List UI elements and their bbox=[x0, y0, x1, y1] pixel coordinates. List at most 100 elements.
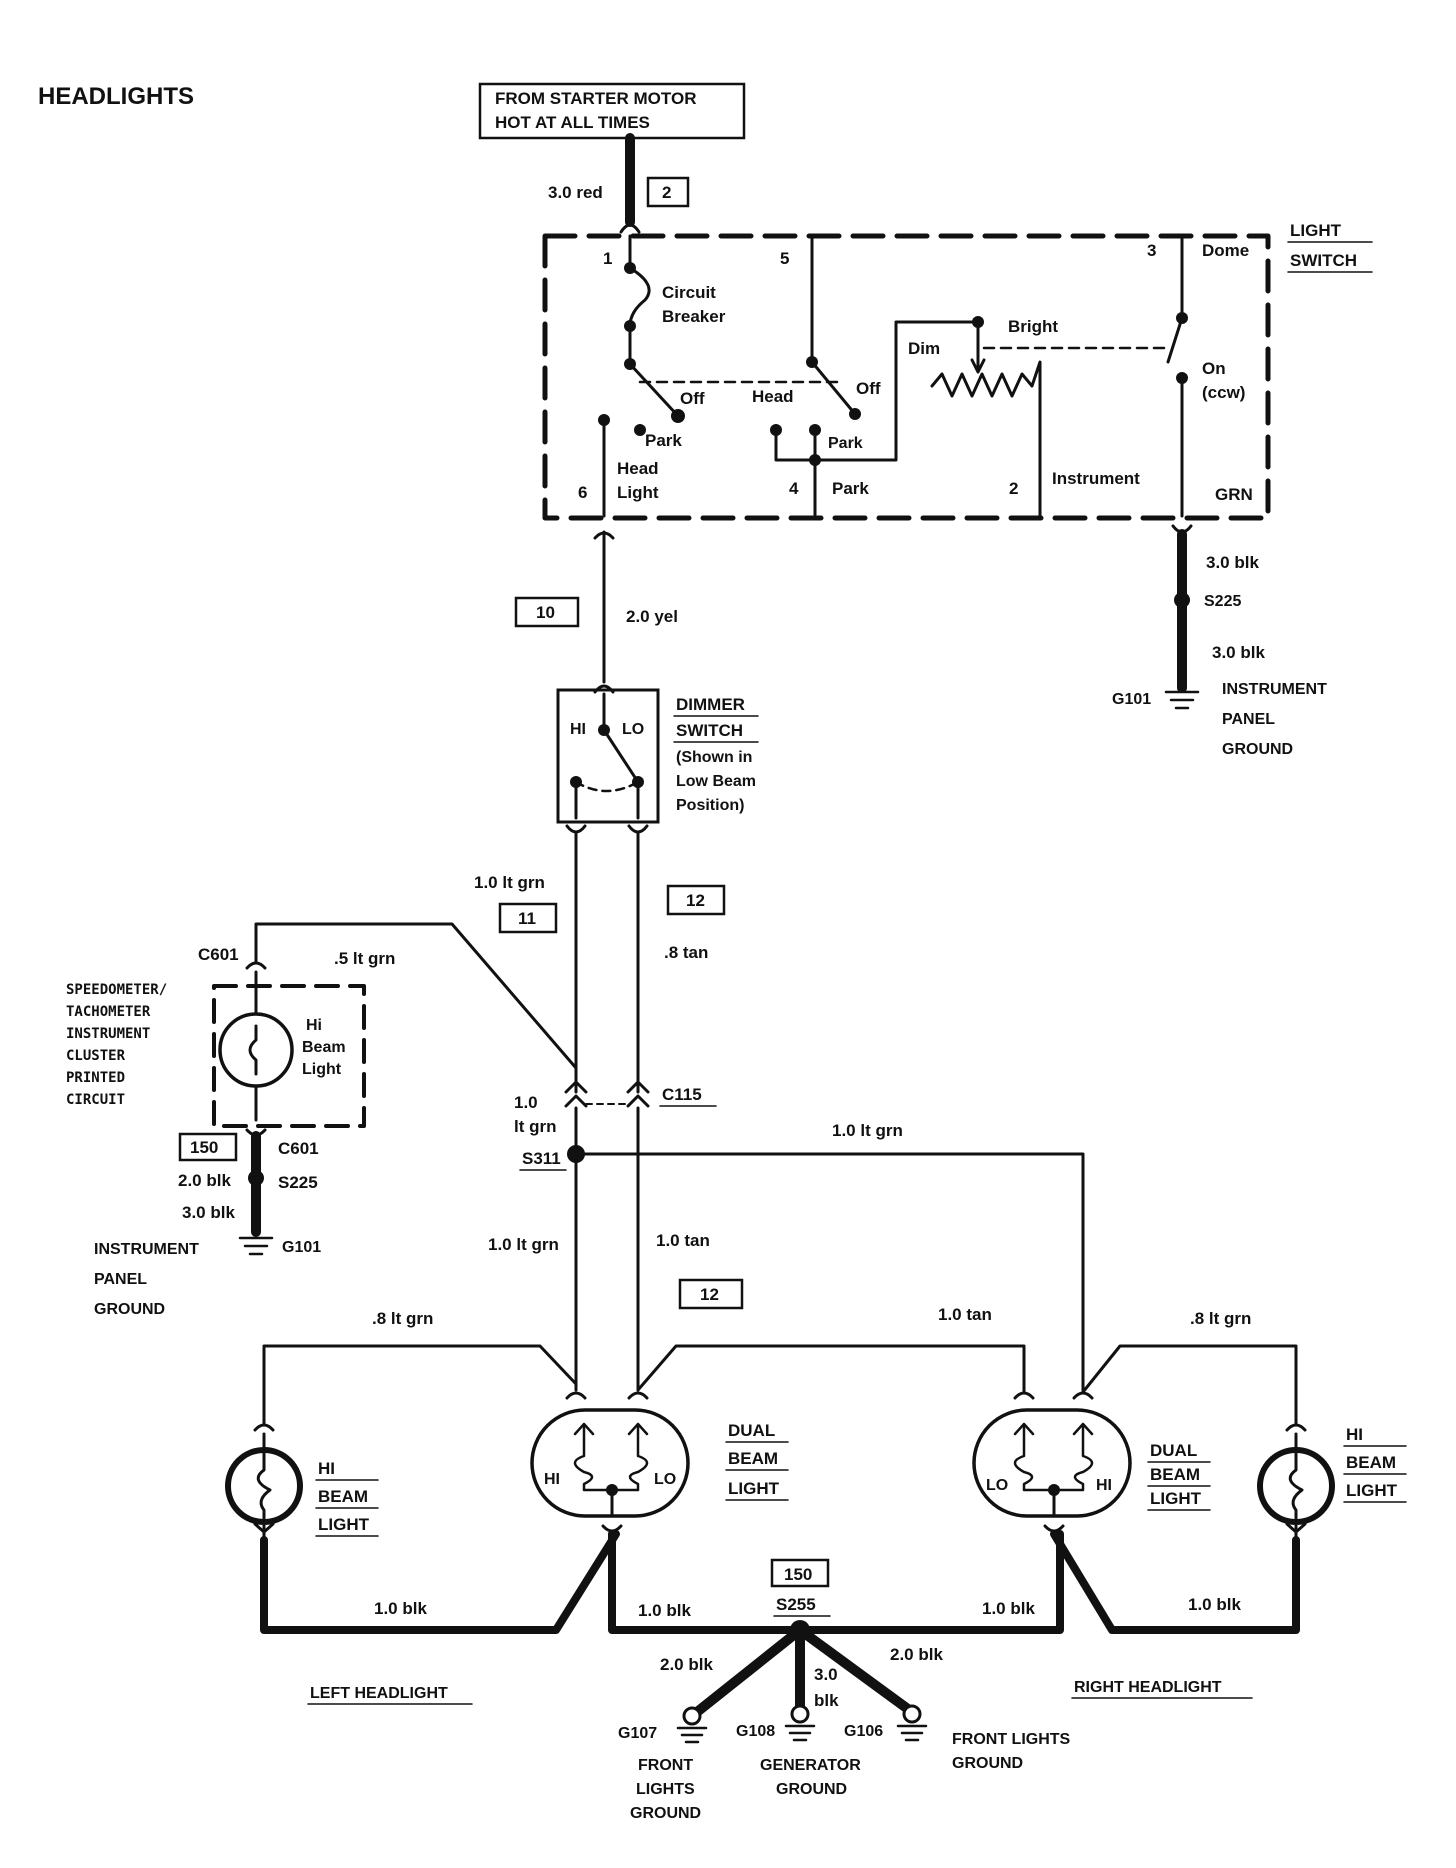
left-headlight-label: LEFT HEADLIGHT bbox=[310, 1685, 448, 1702]
park-label-3: Park bbox=[832, 479, 869, 498]
pin-1-label: 1 bbox=[603, 249, 612, 268]
connector-icon bbox=[593, 684, 615, 694]
wire-label-8-tan: .8 tan bbox=[664, 943, 708, 962]
ground-desc-2: PANEL bbox=[1222, 711, 1275, 728]
source-line-2: HOT AT ALL TIMES bbox=[495, 113, 650, 132]
arrow-icon bbox=[1285, 1522, 1307, 1534]
head-label: Head bbox=[752, 387, 794, 406]
wire-label-1-ltgrn-c1: 1.0 bbox=[514, 1093, 538, 1112]
cluster-desc-1: SPEEDOMETER/ bbox=[66, 982, 167, 998]
g107-desc-2: LIGHTS bbox=[636, 1781, 695, 1798]
left-dual-hi: HI bbox=[544, 1471, 560, 1488]
right-hi-beam-feed bbox=[1081, 1344, 1298, 1426]
splice-s225-label-b: S225 bbox=[278, 1173, 318, 1192]
ground-symbol-icon bbox=[784, 1724, 816, 1742]
c601-label-b: C601 bbox=[278, 1139, 319, 1158]
circuit-breaker-label-2: Breaker bbox=[662, 307, 726, 326]
right-lo-beam-feed bbox=[636, 1344, 1026, 1394]
circuit-10-label: 10 bbox=[536, 603, 555, 622]
wire-label-1-blk-a: 1.0 blk bbox=[374, 1599, 427, 1618]
instrument-label: Instrument bbox=[1052, 469, 1140, 488]
g106-desc-2: GROUND bbox=[952, 1755, 1023, 1772]
dimmer-name-1: DIMMER bbox=[676, 695, 745, 714]
wire-label-2-blk-cluster: 2.0 blk bbox=[178, 1171, 231, 1190]
right-dual-beam-lamp-icon bbox=[972, 1408, 1132, 1518]
ground-desc-1: INSTRUMENT bbox=[1222, 681, 1327, 698]
g101-label-a: G101 bbox=[1112, 691, 1151, 708]
splice-s255-label: S255 bbox=[776, 1595, 816, 1614]
dimmer-switch-box bbox=[556, 688, 660, 824]
source-line-1: FROM STARTER MOTOR bbox=[495, 89, 696, 108]
ccw-label: (ccw) bbox=[1202, 383, 1245, 402]
light-switch-name-2: SWITCH bbox=[1290, 251, 1357, 270]
circuit-150-label-b: 150 bbox=[784, 1565, 812, 1584]
circuit-11-box bbox=[498, 902, 558, 934]
cluster-ground-desc-2: PANEL bbox=[94, 1271, 147, 1288]
connector-icon bbox=[1285, 1423, 1307, 1432]
dimmer-note-1: (Shown in bbox=[676, 749, 752, 766]
g106-wire bbox=[795, 1625, 917, 1717]
g107-wire bbox=[687, 1625, 805, 1721]
right-headlight-label: RIGHT HEADLIGHT bbox=[1074, 1679, 1222, 1696]
wire-label-1-ltgrn-right: 1.0 lt grn bbox=[832, 1121, 903, 1140]
connector-pin1-icon bbox=[619, 223, 641, 234]
dimmer-note-3: Position) bbox=[676, 797, 744, 814]
wire-label-1-blk-c: 1.0 blk bbox=[982, 1599, 1035, 1618]
ground-desc-3: GROUND bbox=[1222, 741, 1293, 758]
cluster-circuit-outline bbox=[212, 984, 366, 1128]
cluster-desc-4: CLUSTER bbox=[66, 1048, 126, 1064]
contact-dot bbox=[849, 408, 861, 420]
g108-desc-2: GROUND bbox=[776, 1781, 847, 1798]
wire-label-1-blk-b: 1.0 blk bbox=[638, 1601, 691, 1620]
circuit-150-label-a: 150 bbox=[190, 1138, 218, 1157]
headlight-switch-blade bbox=[628, 324, 680, 418]
splice-s311-label: S311 bbox=[522, 1149, 561, 1168]
circuit-2-box bbox=[646, 176, 690, 208]
wire-label-3-blk-a: 3.0 blk bbox=[1206, 553, 1259, 572]
circuit-150-box-b bbox=[770, 1558, 830, 1588]
connector-icon bbox=[1013, 1391, 1035, 1400]
arrow-icon bbox=[573, 1422, 649, 1436]
cluster-lamp-1: Hi bbox=[306, 1017, 322, 1034]
circuit-12-label-b: 12 bbox=[700, 1285, 719, 1304]
wire-label-1-ltgrn-top: 1.0 lt grn bbox=[474, 873, 545, 892]
bright-label: Bright bbox=[1008, 317, 1058, 336]
pin-3-label: 3 bbox=[1147, 241, 1156, 260]
dim-label: Dim bbox=[908, 339, 940, 358]
dimmer-dash bbox=[574, 780, 640, 793]
circuit-150-box-a bbox=[178, 1132, 238, 1162]
g101-label-b: G101 bbox=[282, 1239, 321, 1256]
filament-icon bbox=[256, 1432, 272, 1542]
dimmer-lo: LO bbox=[622, 721, 644, 738]
rheostat-resistor bbox=[930, 360, 1042, 518]
wire-label-1-blk-d: 1.0 blk bbox=[1188, 1595, 1241, 1614]
circuit-2-label: 2 bbox=[662, 183, 671, 202]
circuit-breaker-element bbox=[628, 234, 651, 328]
ground-bus bbox=[608, 1530, 1064, 1634]
c115-connector-icon bbox=[626, 1080, 650, 1108]
cluster-feed-wire bbox=[254, 922, 578, 1070]
wire-label-1-ltgrn-c2: lt grn bbox=[514, 1117, 557, 1136]
left-dual-1: DUAL bbox=[728, 1421, 775, 1440]
c601-label-a: C601 bbox=[198, 945, 239, 964]
terminal-ring bbox=[790, 1704, 810, 1724]
right-dual-lo: LO bbox=[986, 1477, 1008, 1494]
connector-icon bbox=[253, 1423, 275, 1432]
dimmer-name-2: SWITCH bbox=[676, 721, 743, 740]
circuit-11-label: 11 bbox=[518, 909, 536, 928]
wiper-arrow bbox=[970, 358, 986, 374]
ground-symbol-icon bbox=[238, 1236, 274, 1256]
filament-icon bbox=[248, 1024, 258, 1076]
terminal-ring bbox=[902, 1704, 922, 1724]
wire-label-3-red: 3.0 red bbox=[548, 183, 603, 202]
park-switch-blade bbox=[810, 234, 857, 416]
cluster-desc-2: TACHOMETER bbox=[66, 1004, 151, 1020]
contact-dot bbox=[624, 358, 636, 370]
right-dual-3: LIGHT bbox=[1150, 1489, 1202, 1508]
right-hi-beam-2: BEAM bbox=[1346, 1453, 1396, 1472]
connector-icon bbox=[1072, 1391, 1094, 1400]
wire-label-1-ltgrn-mid: 1.0 lt grn bbox=[488, 1235, 559, 1254]
cluster-lamp-2: Beam bbox=[302, 1039, 346, 1056]
wire-label-2-blk-g107: 2.0 blk bbox=[660, 1655, 713, 1674]
